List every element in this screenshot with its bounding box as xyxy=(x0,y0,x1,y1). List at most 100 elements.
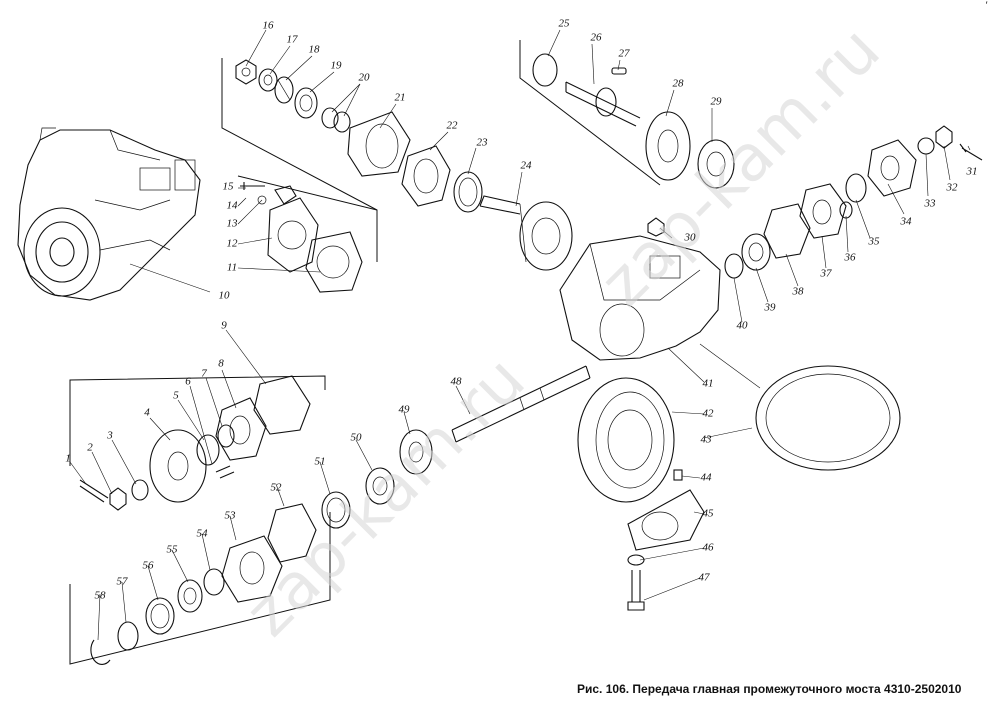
part-19-bearing xyxy=(294,87,318,119)
part-31-bolt xyxy=(959,143,983,161)
part-37-cover xyxy=(799,183,847,239)
label-18: 18 xyxy=(308,43,320,56)
label-48: 48 xyxy=(450,375,462,388)
part-55-bearing xyxy=(177,579,203,613)
part-34-flange xyxy=(867,139,917,197)
part-6-bolt xyxy=(215,465,235,479)
label-49: 49 xyxy=(398,403,410,416)
frame-lower-left xyxy=(69,375,326,466)
part-45-cap xyxy=(627,489,705,551)
part-30-plug xyxy=(647,217,665,237)
part-24-bevel-gear xyxy=(479,195,573,271)
label-38: 38 xyxy=(792,285,804,298)
label-9: 9 xyxy=(221,319,227,332)
label-24: 24 xyxy=(520,159,532,172)
label-16: 16 xyxy=(262,19,274,32)
part-57-gear xyxy=(117,621,139,651)
part-36-ring xyxy=(839,201,853,219)
label-39: 39 xyxy=(764,301,776,314)
part-16-nut xyxy=(235,59,257,85)
label-28: 28 xyxy=(672,77,684,90)
label-3: 3 xyxy=(107,429,113,442)
part-1-bolt xyxy=(79,479,109,503)
part-33-washer xyxy=(917,137,935,155)
label-52: 52 xyxy=(270,481,282,494)
label-21: 21 xyxy=(394,91,406,104)
label-14: 14 xyxy=(226,199,238,212)
part-46-washer xyxy=(627,554,645,566)
part-29-bearing xyxy=(697,139,735,189)
label-40: 40 xyxy=(736,319,748,332)
part-47-bolt xyxy=(627,570,645,611)
part-49-gear xyxy=(399,429,433,475)
part-23-bearing-ring xyxy=(453,171,483,213)
frame-bottom xyxy=(69,512,331,665)
part-13-15-fasteners xyxy=(240,182,297,205)
label-22: 22 xyxy=(446,119,458,132)
part-32-nut xyxy=(935,125,953,149)
label-5: 5 xyxy=(173,389,179,402)
leader-lines xyxy=(69,29,971,641)
part-5-seal xyxy=(196,434,220,466)
label-15: 15 xyxy=(222,180,234,193)
label-57: 57 xyxy=(116,575,128,588)
part-10-assembly xyxy=(17,127,201,301)
label-8: 8 xyxy=(218,357,224,370)
part-43-gasket-ring xyxy=(755,365,901,471)
label-46: 46 xyxy=(702,541,714,554)
part-53-cover xyxy=(221,535,283,603)
label-34: 34 xyxy=(900,215,912,228)
label-50: 50 xyxy=(350,431,362,444)
part-22-gasket xyxy=(401,145,451,207)
label-44: 44 xyxy=(700,471,712,484)
label-13: 13 xyxy=(226,217,238,230)
label-41: 41 xyxy=(702,377,714,390)
label-26: 26 xyxy=(590,31,602,44)
label-19: 19 xyxy=(330,59,342,72)
part-44-pin xyxy=(673,469,683,481)
label-36: 36 xyxy=(844,251,856,264)
label-25: 25 xyxy=(558,17,570,30)
part-41-housing xyxy=(559,235,721,361)
part-3-washer xyxy=(131,479,149,501)
part-52-gasket xyxy=(267,503,317,563)
figure-caption: Рис. 106. Передача главная промежуточног… xyxy=(577,682,962,696)
part-27-key xyxy=(611,67,627,75)
part-39-bearing xyxy=(741,233,771,271)
label-51: 51 xyxy=(314,455,326,468)
frame-upper-left xyxy=(221,58,378,211)
part-35-seal xyxy=(845,173,867,203)
label-4: 4 xyxy=(144,406,150,419)
corner-mark: ' xyxy=(984,0,988,12)
label-54: 54 xyxy=(196,527,208,540)
part-25-gear xyxy=(532,53,558,87)
label-33: 33 xyxy=(924,197,936,210)
label-6: 6 xyxy=(185,375,191,388)
label-12: 12 xyxy=(226,237,238,250)
label-58: 58 xyxy=(94,589,106,602)
frame-upper-mid xyxy=(237,175,378,262)
label-35: 35 xyxy=(868,235,880,248)
label-11: 11 xyxy=(226,261,238,274)
part-26-shaft xyxy=(565,81,641,127)
label-31: 31 xyxy=(966,165,978,178)
part-12-cover xyxy=(267,197,319,273)
label-17: 17 xyxy=(286,33,298,46)
part-58-snap-ring xyxy=(90,639,111,665)
label-30: 30 xyxy=(684,231,696,244)
part-28-crown-gear xyxy=(645,111,691,181)
part-11-gasket xyxy=(305,231,363,293)
part-9-gasket xyxy=(253,375,311,435)
label-2: 2 xyxy=(87,441,93,454)
part-7-ring xyxy=(217,424,235,448)
part-8-cover xyxy=(215,397,267,461)
label-42: 42 xyxy=(702,407,714,420)
part-40-ring xyxy=(724,253,744,279)
part-17-washer xyxy=(258,68,278,92)
part-2-nut xyxy=(109,487,127,511)
part-56-ring xyxy=(145,597,175,635)
label-32: 32 xyxy=(946,181,958,194)
label-53: 53 xyxy=(224,509,236,522)
part-50-bearing xyxy=(365,467,395,505)
